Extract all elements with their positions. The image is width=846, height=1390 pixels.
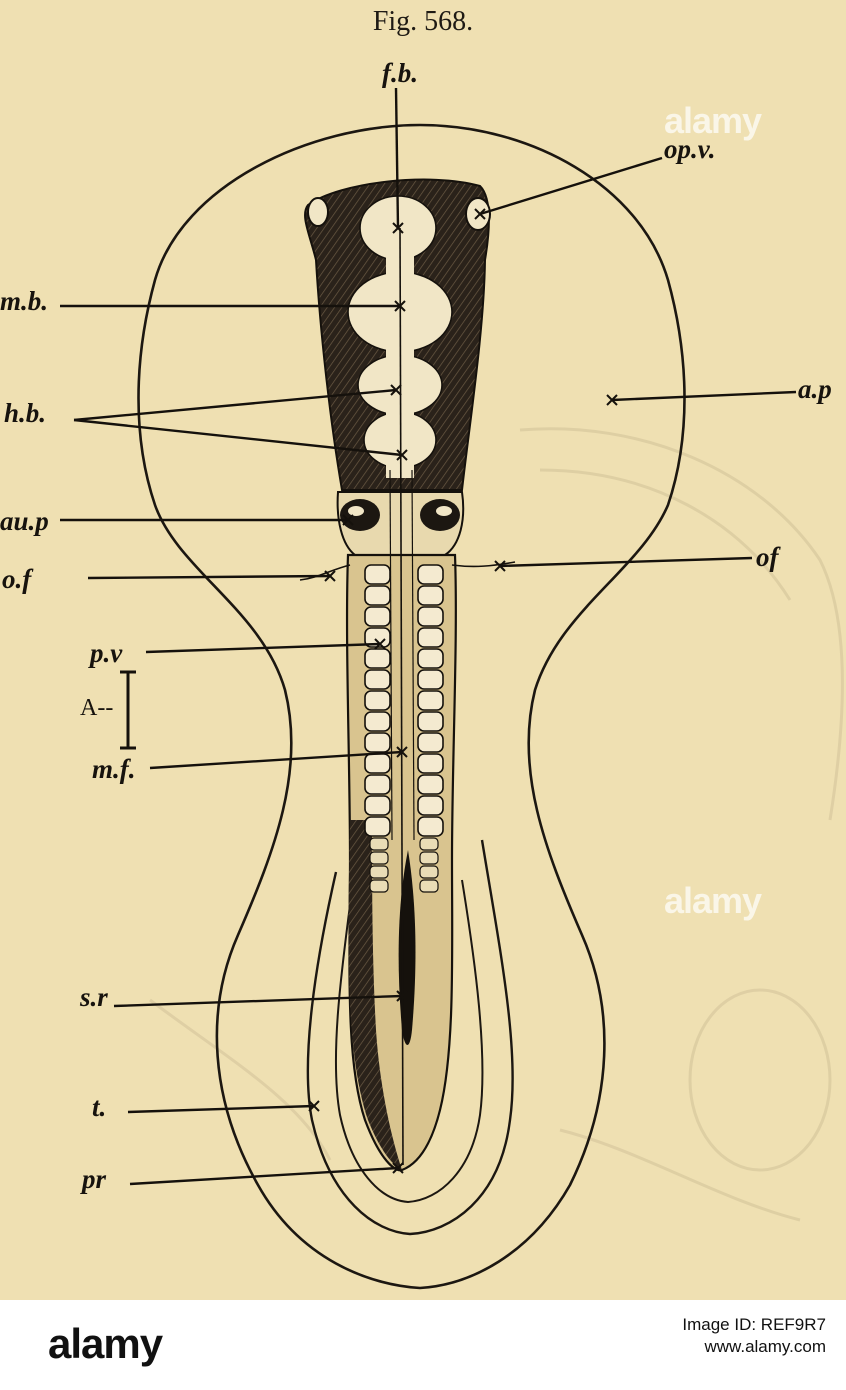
- somite-left: [364, 711, 391, 732]
- label-of-left: o.f: [2, 564, 32, 594]
- watermark: alamy: [664, 880, 762, 921]
- somite-left: [364, 795, 391, 816]
- leader-cross-sr: [396, 990, 408, 1002]
- figure-title: Fig. 568.: [372, 6, 474, 37]
- somite-small: [419, 865, 439, 879]
- leader-cross-pr: [392, 1162, 404, 1174]
- fold-right: [451, 561, 516, 568]
- leader-cross-mf: [396, 746, 408, 758]
- label-t: t.: [92, 1092, 107, 1122]
- leader-line-fb: [394, 87, 400, 229]
- somite-right: [417, 816, 444, 837]
- somite-left: [364, 690, 391, 711]
- label-of-right: of: [756, 542, 779, 572]
- leader-cross-opv: [474, 208, 486, 220]
- fold-left: [299, 564, 351, 581]
- somite-left: [364, 564, 391, 585]
- leader-cross-t: [308, 1100, 320, 1112]
- label-pr: pr: [82, 1164, 107, 1194]
- somite-small: [419, 851, 439, 865]
- leader-line-mf: [149, 750, 403, 770]
- tail-fold-inner: [334, 879, 484, 1204]
- somite-left: [364, 606, 391, 627]
- footer-bar: alamy Image ID: REF9R7 www.alamy.com: [0, 1300, 846, 1390]
- somite-small: [369, 837, 389, 851]
- background-show-through: [149, 427, 844, 1222]
- label-mf: m.f.: [92, 754, 136, 784]
- leader-cross-aup: [342, 514, 354, 526]
- somite-right: [417, 732, 444, 753]
- leader-line-hb2: [73, 418, 403, 457]
- somite-right: [417, 753, 444, 774]
- brand-logo: alamy: [48, 1320, 163, 1367]
- site-url: www.alamy.com: [704, 1337, 826, 1357]
- leader-line-sr: [113, 994, 403, 1008]
- leader-cross-pv: [374, 638, 386, 650]
- label-scale: A--: [80, 695, 114, 721]
- somite-right: [417, 669, 444, 690]
- image-id-block: Image ID: REF9R7 www.alamy.com: [682, 1314, 826, 1358]
- somite-left: [364, 648, 391, 669]
- somite-small: [419, 879, 439, 893]
- somite-small: [369, 865, 389, 879]
- somite-left: [364, 774, 391, 795]
- somite-right: [417, 606, 444, 627]
- somite-right: [417, 564, 444, 585]
- somite-right: [417, 711, 444, 732]
- leader-line-of-right: [499, 556, 753, 568]
- optic-vesicle-left: [307, 197, 329, 227]
- neural-groove: [399, 227, 404, 1166]
- somite-left: [364, 753, 391, 774]
- leader-cross-fb: [392, 222, 404, 234]
- area-pellucida-outline: [137, 123, 686, 1290]
- somite-right: [417, 627, 444, 648]
- somite-left: [364, 732, 391, 753]
- label-mb: m.b.: [0, 286, 49, 316]
- somite-left: [364, 585, 391, 606]
- somite-right: [417, 648, 444, 669]
- trunk-shading: [348, 820, 402, 1170]
- tail-fold-outer: [306, 839, 514, 1236]
- label-aup: au.p: [0, 506, 49, 536]
- image-id-text: Image ID: REF9R7: [682, 1315, 826, 1334]
- leader-line-of-left: [87, 574, 331, 580]
- leader-line-t: [127, 1104, 315, 1114]
- label-hb: h.b.: [4, 398, 47, 428]
- label-sr: s.r: [80, 982, 108, 1012]
- embryo-diagram: [60, 87, 844, 1290]
- leader-cross-of-right: [494, 560, 506, 572]
- label-pv: p.v: [90, 638, 123, 668]
- leader-line-pr: [129, 1166, 399, 1186]
- leader-line-pv: [145, 642, 381, 654]
- figure-plate: Fig. 568. f.b. op.v. m.b. h.b. a.p au.p …: [0, 0, 846, 1300]
- leader-line-hb1: [73, 388, 397, 422]
- somite-right: [417, 585, 444, 606]
- somite-small: [369, 879, 389, 893]
- somite-small: [419, 837, 439, 851]
- leader-cross-hb2: [396, 449, 408, 461]
- somite-left: [364, 816, 391, 837]
- somite-left: [364, 669, 391, 690]
- leader-cross-mb: [394, 300, 406, 312]
- somite-right: [417, 774, 444, 795]
- label-fb: f.b.: [382, 58, 418, 88]
- leader-cross-of-left: [324, 570, 336, 582]
- somite-right: [417, 795, 444, 816]
- leader-lines: [60, 87, 797, 1186]
- leader-line-ap: [611, 390, 797, 402]
- somite-small: [369, 851, 389, 865]
- leader-line-opv: [479, 156, 663, 216]
- leader-cross-ap: [606, 394, 618, 406]
- optic-vesicle: [465, 197, 491, 231]
- label-ap: a.p: [798, 374, 832, 404]
- label-opv: op.v.: [664, 134, 716, 164]
- watermark: alamy: [664, 100, 762, 141]
- scale-bar: [120, 670, 136, 750]
- somites: [364, 564, 444, 893]
- leader-cross-hb1: [390, 384, 402, 396]
- somite-right: [417, 690, 444, 711]
